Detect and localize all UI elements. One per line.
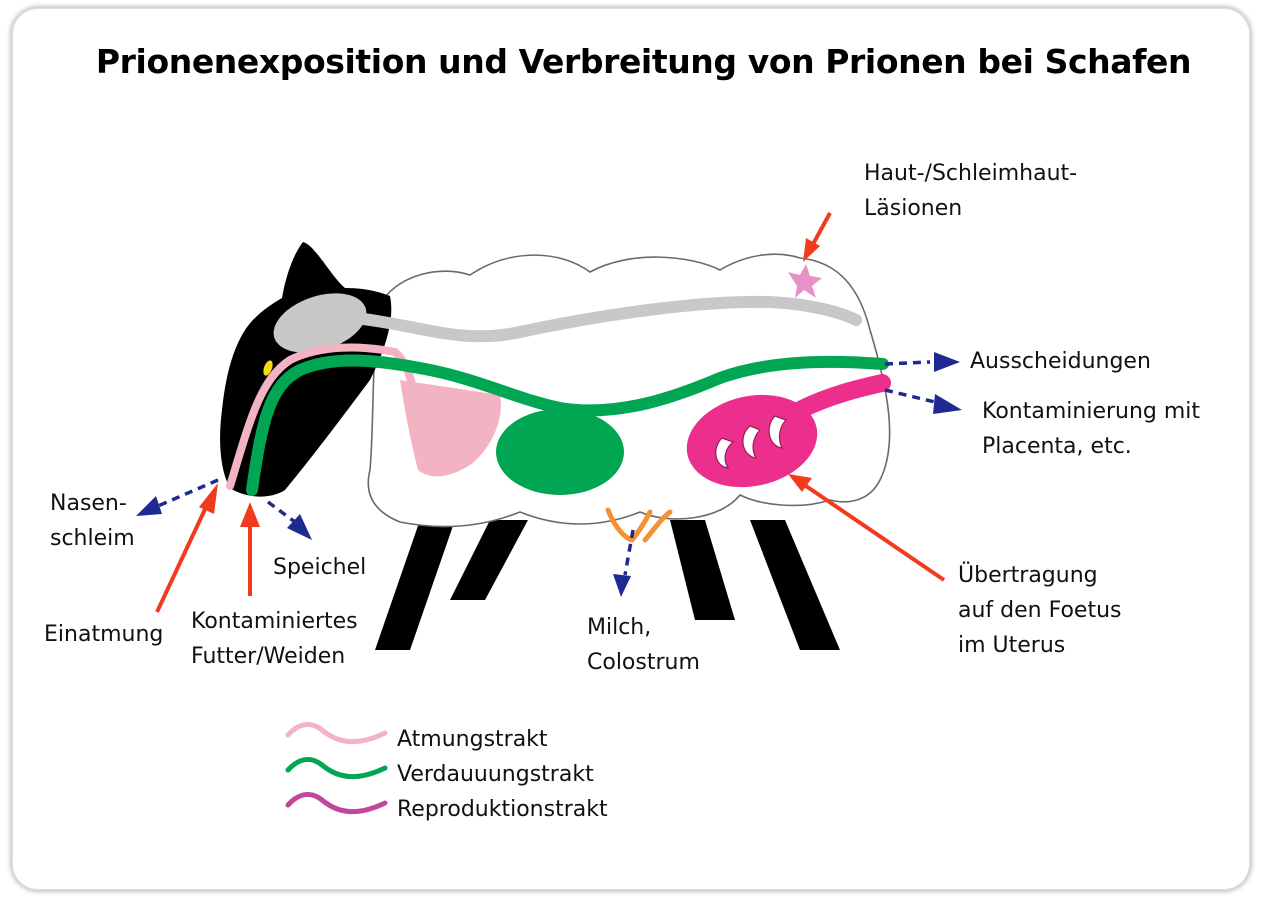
shedding-arrowheads: [136, 352, 962, 597]
label-futter-line1: Kontaminiertes: [191, 609, 358, 634]
label-nasen-line1: Nasen-: [50, 491, 127, 516]
stomach: [496, 409, 624, 495]
label-kontaminierung: Kontaminierung mit Placenta, etc.: [982, 394, 1200, 464]
brain: [273, 293, 367, 353]
reproductive-tract: [791, 374, 891, 419]
label-kontaminierung-line1: Kontaminierung mit: [982, 399, 1201, 424]
legend-swatches: [285, 722, 388, 815]
lungs: [400, 380, 501, 477]
legend-swatch-digestive: [285, 757, 388, 780]
legend-swatch-reproductive: [285, 792, 388, 815]
label-haut-line2: Läsionen: [864, 196, 963, 221]
legend-label-reproductive: Reproduktionstrakt: [397, 797, 608, 822]
legend-swatch-respiratory: [285, 722, 388, 745]
shedding-arrows: [157, 360, 936, 576]
sheep-eye: [263, 360, 273, 376]
label-uebertragung-line3: im Uterus: [958, 633, 1066, 658]
label-futter-line2: Futter/Weiden: [191, 644, 346, 669]
digestive-tract: [246, 354, 889, 496]
label-einatmung: Einatmung: [44, 622, 164, 647]
label-milch-line1: Milch,: [587, 615, 652, 640]
label-uebertragung-line1: Übertragung: [958, 563, 1098, 588]
label-speichel: Speichel: [273, 555, 367, 580]
label-kontaminierung-line2: Placenta, etc.: [982, 434, 1132, 459]
legend-label-digestive: Verdauuungstrakt: [397, 762, 594, 787]
diagram-title: Prionenexposition und Verbreitung von Pr…: [95, 42, 1192, 81]
foetus-icons: [715, 415, 788, 469]
udder: [605, 507, 673, 543]
legend-label-respiratory: Atmungstrakt: [397, 727, 548, 752]
label-nasenschleim: Nasen- schleim: [50, 486, 135, 556]
label-ausscheidungen: Ausscheidungen: [970, 349, 1151, 374]
label-milch-line2: Colostrum: [587, 650, 700, 675]
label-kontaminiertes-futter: Kontaminiertes Futter/Weiden: [191, 604, 358, 674]
spinal-cord: [349, 295, 862, 343]
sheep-legs: [375, 520, 840, 650]
label-uebertragung-foetus: Übertragung auf den Foetus im Uterus: [958, 558, 1122, 663]
label-uebertragung-line2: auf den Foetus: [958, 598, 1122, 623]
skin-lesion: [788, 264, 822, 298]
label-nasen-line2: schleim: [50, 526, 135, 551]
label-milch-colostrum: Milch, Colostrum: [587, 610, 700, 680]
label-haut-line1: Haut-/Schleimhaut-: [864, 161, 1078, 186]
exposure-arrows: [155, 212, 946, 613]
label-haut-lesionen: Haut-/Schleimhaut- Läsionen: [864, 156, 1077, 226]
